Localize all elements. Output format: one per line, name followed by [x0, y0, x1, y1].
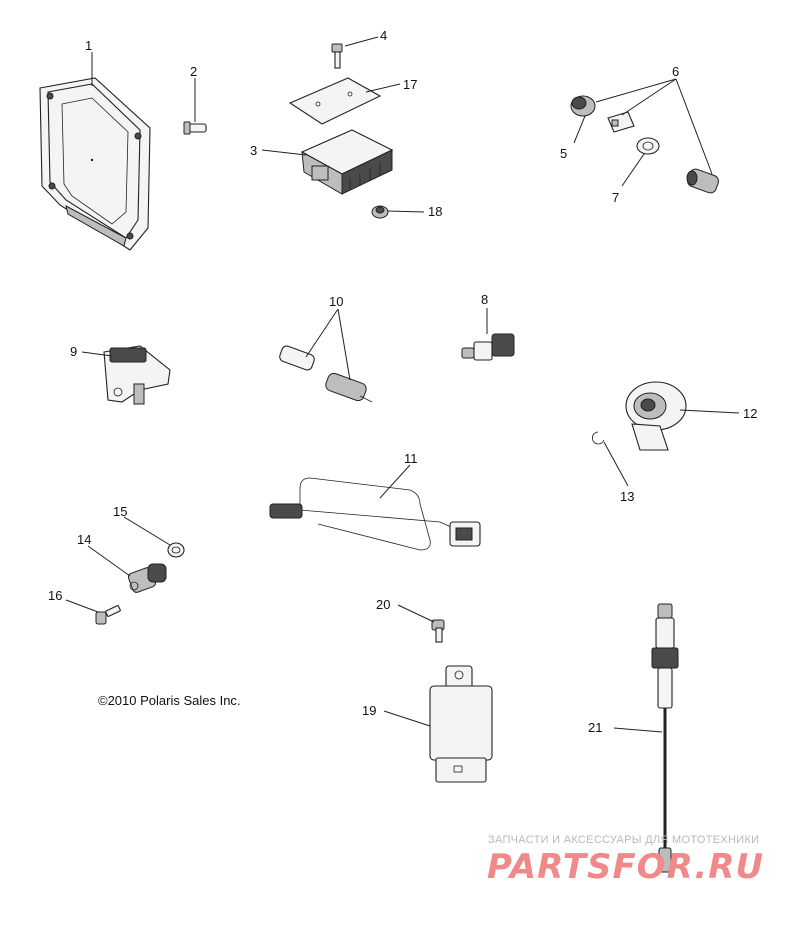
part-8-temp-sensor — [461, 333, 515, 361]
callout-labels: 1 2 3 4 5 6 7 8 9 10 11 12 13 14 15 16 1… — [48, 28, 757, 735]
callout-3: 3 — [250, 143, 257, 158]
callout-7: 7 — [612, 190, 619, 205]
part-18-grommet — [371, 205, 389, 219]
callout-20: 20 — [376, 597, 390, 612]
callout-8: 8 — [481, 292, 488, 307]
part-5-cap — [570, 95, 596, 117]
callout-10: 10 — [329, 294, 343, 309]
part-15-o-ring — [167, 542, 185, 558]
part-3-fuse-box — [300, 129, 394, 195]
part-4-bolt — [331, 43, 343, 69]
watermark-logo-text: PARTSFOR.RU — [487, 848, 764, 884]
part-9-map-sensor — [103, 345, 171, 405]
part-20-bolt — [431, 619, 445, 643]
part-21-o2-sensor — [651, 603, 679, 873]
callout-16: 16 — [48, 588, 62, 603]
callout-15: 15 — [113, 504, 127, 519]
part-19-module — [429, 665, 493, 783]
callout-11: 11 — [404, 451, 418, 466]
callout-2: 2 — [190, 64, 197, 79]
callout-9: 9 — [70, 344, 77, 359]
callout-1: 1 — [85, 38, 92, 53]
part-13-clip — [592, 431, 605, 445]
callout-21: 21 — [588, 720, 602, 735]
callout-19: 19 — [362, 703, 376, 718]
part-10-connectors — [279, 345, 373, 403]
callout-14: 14 — [77, 532, 91, 547]
leader-lines — [65, 36, 740, 733]
part-2-screw — [183, 121, 207, 135]
callout-4: 4 — [380, 28, 387, 43]
callout-12: 12 — [743, 406, 757, 421]
part-17-cover — [288, 77, 382, 125]
watermark-logo: PARTSFOR.RU — [487, 848, 764, 884]
part-14-cam-sensor — [127, 563, 167, 593]
part-6-sensor-plug — [686, 168, 719, 194]
callout-18: 18 — [428, 204, 442, 219]
callout-17: 17 — [403, 77, 417, 92]
callout-5: 5 — [560, 146, 567, 161]
part-12-knock-sensor — [625, 381, 687, 451]
part-7-washer — [636, 137, 660, 155]
copyright-notice: ©2010 Polaris Sales Inc. — [98, 693, 241, 708]
part-6-clip — [607, 111, 635, 133]
callout-13: 13 — [620, 489, 634, 504]
watermark-subtitle: ЗАПЧАСТИ И АКСЕССУАРЫ ДЛЯ МОТОТЕХНИКИ — [488, 834, 760, 846]
callout-6: 6 — [672, 64, 679, 79]
part-11-harness — [269, 477, 481, 551]
part-16-bolt — [95, 605, 121, 625]
part-1-ecu — [39, 77, 151, 251]
